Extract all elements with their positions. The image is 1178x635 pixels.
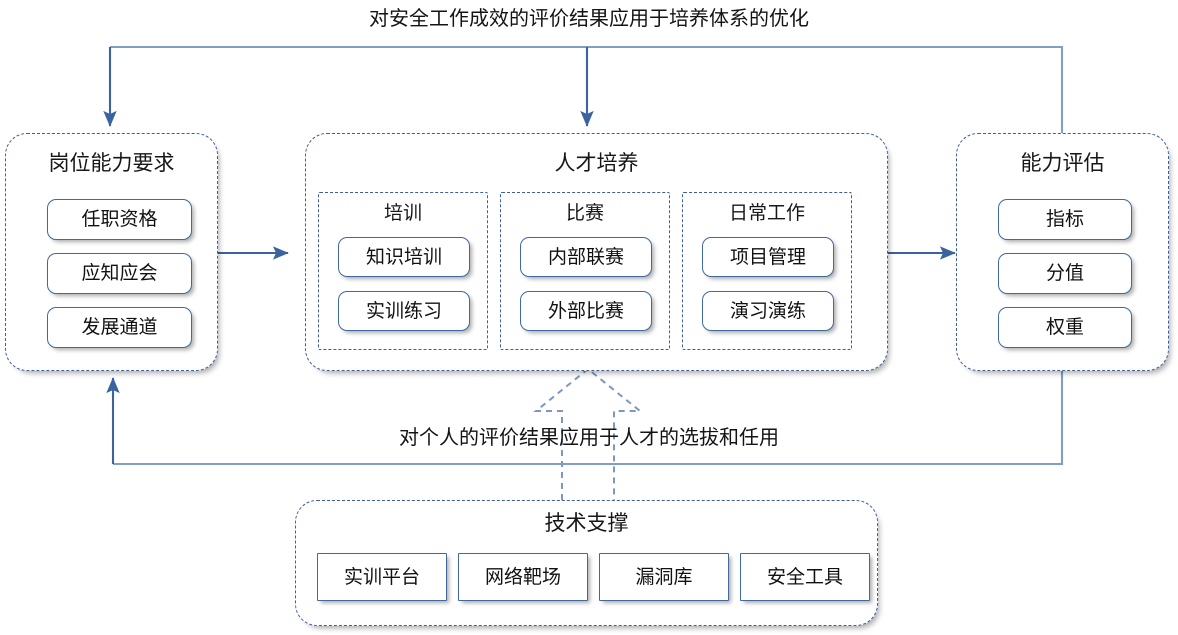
chip-weight[interactable]: 权重 bbox=[998, 307, 1132, 348]
assessment-top-feedback-bus bbox=[103, 45, 1064, 133]
group-technical-support-title: 技术支撑 bbox=[544, 512, 629, 535]
chip-security-tools[interactable]: 安全工具 bbox=[740, 553, 870, 601]
group-job-requirements-title: 岗位能力要求 bbox=[48, 152, 175, 175]
chip-required-knowledge[interactable]: 应知应会 bbox=[47, 253, 192, 294]
chip-development-path[interactable]: 发展通道 bbox=[47, 307, 192, 348]
chip-project-management[interactable]: 项目管理 bbox=[702, 237, 834, 277]
subgroup-daily-work[interactable]: 日常工作 项目管理 演习演练 bbox=[682, 192, 852, 350]
group-capability-assessment-title: 能力评估 bbox=[1020, 152, 1105, 175]
chip-internal-league[interactable]: 内部联赛 bbox=[520, 237, 652, 277]
chip-practical-exercise[interactable]: 实训练习 bbox=[338, 291, 470, 331]
chip-knowledge-training[interactable]: 知识培训 bbox=[338, 237, 470, 277]
chip-vulnerability-database[interactable]: 漏洞库 bbox=[599, 553, 729, 601]
subgroup-competition-title: 比赛 bbox=[565, 203, 604, 224]
chip-training-platform[interactable]: 实训平台 bbox=[317, 553, 447, 601]
group-capability-assessment[interactable]: 能力评估 指标 分值 权重 bbox=[956, 133, 1169, 371]
chip-cyber-range[interactable]: 网络靶场 bbox=[458, 553, 588, 601]
group-talent-development-title: 人才培养 bbox=[554, 152, 639, 175]
group-technical-support[interactable]: 技术支撑 实训平台 网络靶场 漏洞库 安全工具 bbox=[295, 500, 878, 626]
chip-job-qualification[interactable]: 任职资格 bbox=[47, 199, 192, 240]
chip-indicator[interactable]: 指标 bbox=[998, 199, 1132, 240]
chip-drill-exercise[interactable]: 演习演练 bbox=[702, 291, 834, 331]
top-feedback-label: 对安全工作成效的评价结果应用于培养体系的优化 bbox=[369, 8, 809, 30]
chip-external-competition[interactable]: 外部比赛 bbox=[520, 291, 652, 331]
subgroup-competition[interactable]: 比赛 内部联赛 外部比赛 bbox=[500, 192, 670, 350]
subgroup-training[interactable]: 培训 知识培训 实训练习 bbox=[318, 192, 488, 350]
group-talent-development[interactable]: 人才培养 培训 知识培训 实训练习 比赛 内部联赛 外部比赛 日常工作 项目管理… bbox=[305, 133, 888, 371]
chip-score[interactable]: 分值 bbox=[998, 253, 1132, 294]
bottom-feedback-label: 对个人的评价结果应用于人才的选拔和任用 bbox=[399, 427, 779, 449]
group-job-requirements[interactable]: 岗位能力要求 任职资格 应知应会 发展通道 bbox=[5, 133, 218, 371]
subgroup-training-title: 培训 bbox=[383, 203, 422, 224]
subgroup-daily-work-title: 日常工作 bbox=[728, 203, 805, 224]
